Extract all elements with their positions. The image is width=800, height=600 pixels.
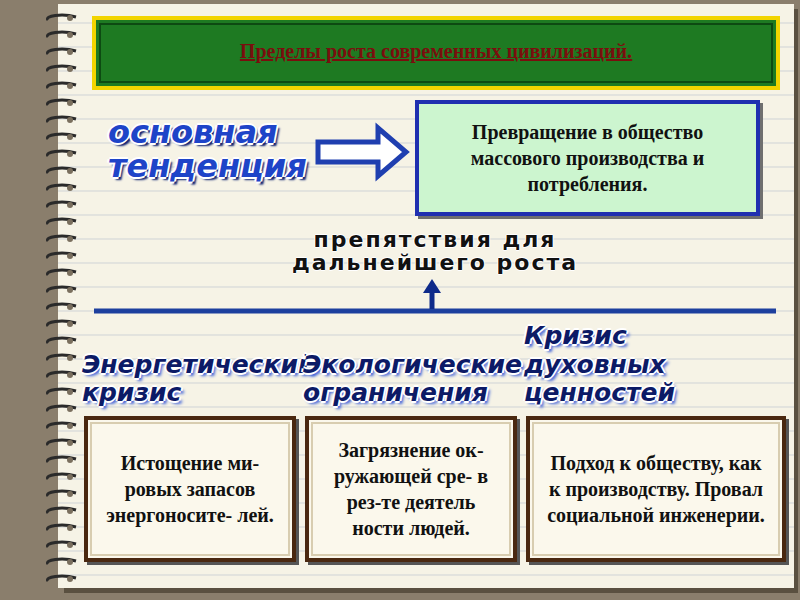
obstacles-label: препятствия для дальнейшего роста: [230, 228, 640, 274]
spiral-hole: [67, 83, 73, 89]
spiral-ring: [47, 423, 76, 428]
spiral-ring: [47, 185, 76, 190]
spiral-ring: [47, 440, 76, 445]
spiral-hole: [67, 253, 73, 259]
spiral-ring: [47, 270, 76, 275]
spiral-hole: [67, 236, 73, 242]
spiral-ring: [47, 134, 76, 139]
spiral-ring: [47, 100, 76, 105]
spiral-hole: [67, 525, 73, 531]
spiral-hole: [67, 219, 73, 225]
spiral-ring: [47, 304, 76, 309]
spiral-hole: [67, 457, 73, 463]
spiral-hole: [67, 287, 73, 293]
spiral-ring: [47, 559, 76, 564]
box-heading: Кризис духовных ценностей: [524, 322, 764, 408]
spiral-hole: [67, 168, 73, 174]
spiral-hole: [67, 185, 73, 191]
spiral-ring: [47, 15, 76, 20]
spiral-ring: [47, 117, 76, 122]
spiral-ring: [47, 355, 76, 360]
spiral-hole: [67, 270, 73, 276]
spiral-ring: [47, 253, 76, 258]
box-heading: Энергетический кризис: [82, 351, 312, 409]
box-text: Превращение в общество массового произво…: [431, 119, 744, 197]
spiral-hole: [67, 542, 73, 548]
spiral-ring: [47, 66, 76, 71]
crisis-box: Экологические ограниченияЗагрязнение ок-…: [305, 416, 517, 562]
title-band: [94, 18, 778, 88]
spiral-hole: [67, 49, 73, 55]
divider-line: [94, 309, 776, 314]
trend-box: Превращение в общество массового произво…: [415, 100, 760, 216]
spiral-ring: [47, 508, 76, 513]
up-arrow-shaft: [430, 292, 435, 309]
spiral-hole: [67, 576, 73, 582]
spiral-ring: [47, 406, 76, 411]
spiral-hole: [67, 100, 73, 106]
spiral-hole: [67, 559, 73, 565]
spiral-ring: [47, 542, 76, 547]
spiral-hole: [67, 66, 73, 72]
up-arrow-head: [423, 279, 441, 293]
spiral-ring: [47, 389, 76, 394]
spiral-ring: [47, 372, 76, 377]
spiral-ring: [47, 83, 76, 88]
spiral-ring: [47, 32, 76, 37]
ruled-lines: [58, 4, 794, 588]
spiral-hole: [67, 134, 73, 140]
spiral-hole: [67, 440, 73, 446]
spiral-binding: [47, 15, 76, 582]
notebook-page: [58, 4, 794, 588]
spiral-ring: [47, 576, 76, 581]
title-band-inner: [100, 24, 772, 82]
spiral-hole: [67, 474, 73, 480]
spiral-hole: [67, 491, 73, 497]
spiral-hole: [67, 32, 73, 38]
spiral-hole: [67, 423, 73, 429]
box-heading: Экологические ограничения: [303, 351, 543, 409]
spiral-ring: [47, 202, 76, 207]
spiral-ring: [47, 236, 76, 241]
box-text: Подход к обществу, как к производству. П…: [544, 450, 768, 528]
box-text: Загрязнение ок- ружающей сре- в рез-те д…: [323, 437, 499, 541]
spiral-ring: [47, 321, 76, 326]
spiral-ring: [47, 491, 76, 496]
trend-arrow: [318, 128, 406, 176]
spiral-ring: [47, 457, 76, 462]
spiral-ring: [47, 168, 76, 173]
spiral-hole: [67, 338, 73, 344]
spiral-hole: [67, 389, 73, 395]
crisis-box: Кризис духовных ценностейПодход к общест…: [526, 416, 786, 562]
spiral-hole: [67, 15, 73, 21]
spiral-ring: [47, 219, 76, 224]
spiral-hole: [67, 117, 73, 123]
crisis-box: Энергетический кризисИстощение ми- ровых…: [84, 416, 296, 562]
spiral-hole: [67, 304, 73, 310]
spiral-hole: [67, 508, 73, 514]
spiral-hole: [67, 321, 73, 327]
spiral-ring: [47, 338, 76, 343]
spiral-ring: [47, 474, 76, 479]
diagram-title: Пределы роста современных цивилизаций.: [100, 40, 772, 63]
spiral-hole: [67, 151, 73, 157]
spiral-ring: [47, 287, 76, 292]
box-text: Истощение ми- ровых запасов энергоносите…: [102, 450, 278, 528]
spiral-hole: [67, 355, 73, 361]
trend-label: основная тенденция: [108, 116, 323, 183]
spiral-ring: [47, 151, 76, 156]
spiral-ring: [47, 525, 76, 530]
spiral-hole: [67, 372, 73, 378]
spiral-hole: [67, 202, 73, 208]
spiral-hole: [67, 406, 73, 412]
spiral-ring: [47, 49, 76, 54]
